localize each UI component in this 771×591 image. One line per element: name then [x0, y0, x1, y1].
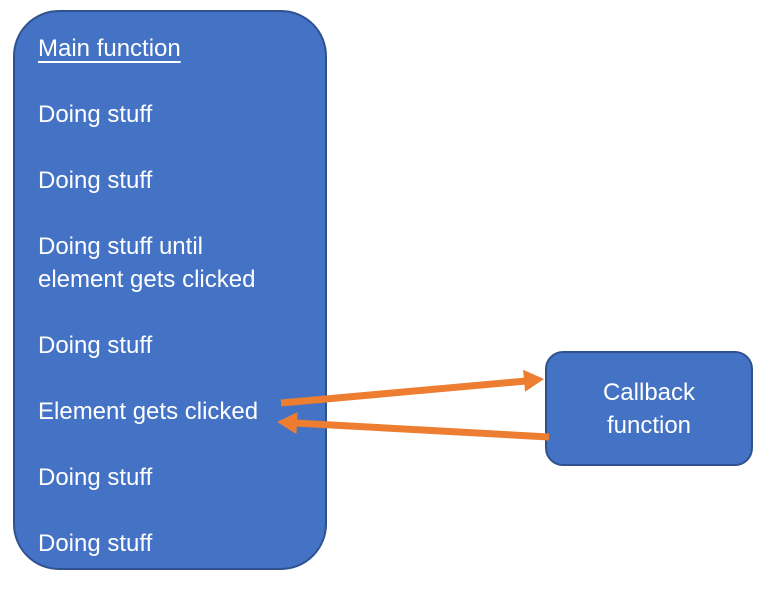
- call-arrow-head: [523, 369, 544, 392]
- main-step: Doing stuff: [38, 101, 153, 128]
- main-step: Doing stuff until element gets clicked: [38, 233, 256, 293]
- main-function-title: Main function: [38, 35, 181, 62]
- main-step: Element gets clicked: [38, 398, 259, 425]
- callback-function-label: Callback function: [602, 378, 696, 439]
- return-arrow-line: [294, 419, 550, 441]
- main-step: Doing stuff: [38, 464, 153, 491]
- main-step: Doing stuff: [38, 167, 153, 194]
- main-step: Doing stuff: [38, 530, 153, 557]
- main-function-box: Main function Doing stuff Doing stuff Do…: [13, 10, 327, 570]
- main-step: Doing stuff: [38, 332, 153, 359]
- callback-function-box: Callback function: [545, 351, 753, 466]
